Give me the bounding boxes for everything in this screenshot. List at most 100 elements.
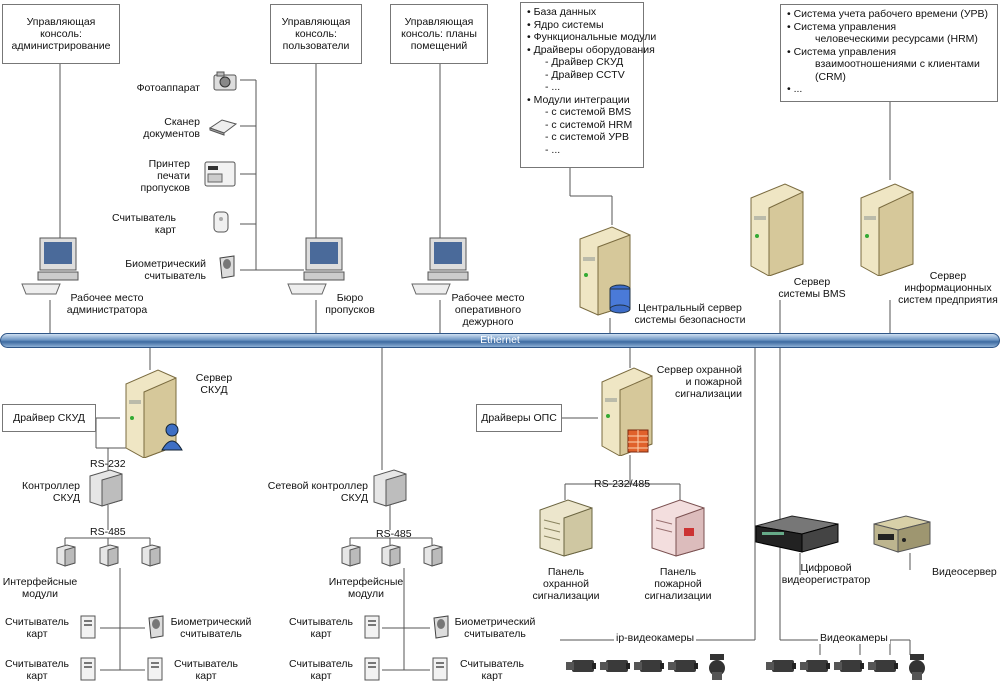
net-controller-icon xyxy=(373,469,407,507)
core-item: - Драйвер CCTV xyxy=(545,68,625,81)
acs-bio-label: Биометрический считыватель xyxy=(170,616,252,640)
acs-controller-label: Контроллер СКУД xyxy=(22,480,80,504)
ext-item: • Система управления xyxy=(787,45,897,58)
ops-drivers-box: Драйверы ОПС xyxy=(476,404,562,432)
ext-item: (CRM) xyxy=(815,70,846,83)
ip-camera-icon xyxy=(600,660,630,672)
admin-workstation-label: Рабочее место администратора xyxy=(66,292,148,316)
interface-module-icon xyxy=(423,544,443,567)
acs-rs232-label: RS-232 xyxy=(90,458,126,470)
ext-item: • ... xyxy=(787,83,803,95)
users-console-box: Управляющая консоль: пользователи xyxy=(270,4,362,64)
card-reader-icon xyxy=(80,657,96,681)
bureau-workstation-icon xyxy=(287,237,345,295)
core-item: - ... xyxy=(545,81,561,93)
ip-camera-icon xyxy=(668,660,698,672)
camera-icon xyxy=(868,660,898,672)
acs-reader-label-3: Считыватель карт xyxy=(173,658,238,682)
central-server-icon xyxy=(579,226,631,316)
cameras-label: Видеокамеры xyxy=(818,632,890,644)
dvr-label: Цифровой видеорегистратор xyxy=(781,562,871,586)
bio-reader-label: Биометрический считыватель xyxy=(125,258,206,282)
camera-icon xyxy=(766,660,796,672)
ip-cameras-label: ip-видеокамеры xyxy=(614,632,697,644)
net-reader-label: Считыватель карт xyxy=(288,616,353,640)
bms-server-label: Сервер системы BMS xyxy=(778,276,846,300)
acs-reader-label-2: Считыватель карт xyxy=(4,658,69,682)
scanner-icon xyxy=(208,119,238,136)
plans-console-box: Управляющая консоль: планы помещений xyxy=(390,4,488,64)
ext-item: человеческими ресурсами (HRM) xyxy=(815,33,978,45)
duty-workstation-label: Рабочее место оперативного дежурного xyxy=(451,292,525,328)
security-panel-icon xyxy=(539,499,593,557)
ip-camera-icon xyxy=(566,660,596,672)
core-modules-list: • База данных • Ядро системы • Функциона… xyxy=(520,2,657,168)
card-reader-icon xyxy=(213,211,229,233)
acs-server-label: Сервер СКУД xyxy=(195,372,233,396)
fire-panel-icon xyxy=(651,499,705,557)
interface-module-icon xyxy=(341,544,361,567)
net-rs485-label: RS-485 xyxy=(376,528,412,540)
printer-label: Принтер печати пропусков xyxy=(140,158,190,194)
net-controller-label: Сетевой контроллер СКУД xyxy=(267,480,368,504)
core-item: • Драйверы оборудования xyxy=(527,43,655,56)
ip-camera-icon xyxy=(634,660,664,672)
core-item: • Функциональные модули xyxy=(527,31,657,43)
ext-item: взаимоотношениями с клиентами xyxy=(815,58,980,70)
fire-panel-label: Панель пожарной сигнализации xyxy=(644,566,712,602)
security-panel-label: Панель охранной сигнализации xyxy=(532,566,600,602)
photo-camera-icon xyxy=(213,71,237,91)
ops-rs-label: RS-232/485 xyxy=(594,478,651,490)
video-server-label: Видеосервер xyxy=(932,566,997,578)
enterprise-systems-list: • Система учета рабочего времени (УРВ) •… xyxy=(780,4,998,102)
duty-workstation-icon xyxy=(411,237,469,295)
camera-group xyxy=(766,654,925,680)
biometric-reader-icon xyxy=(219,255,235,279)
core-item: - ... xyxy=(545,143,561,156)
core-item: • База данных xyxy=(527,6,597,18)
interface-module-icon xyxy=(141,544,161,567)
card-reader-icon xyxy=(364,615,380,639)
info-server-icon xyxy=(860,183,914,276)
acs-rs485-label: RS-485 xyxy=(90,526,126,538)
card-reader-icon xyxy=(432,657,448,681)
net-reader-label-2: Считыватель карт xyxy=(288,658,353,682)
acs-server-icon xyxy=(125,369,183,458)
acs-modules-label: Интерфейсные модули xyxy=(2,576,78,600)
badge-printer-icon xyxy=(204,161,236,187)
core-item: - с системой BMS xyxy=(545,106,632,118)
core-item: - Драйвер СКУД xyxy=(545,56,624,68)
acs-controller-icon xyxy=(89,469,123,507)
net-reader-label-3: Считыватель карт xyxy=(459,658,524,682)
admin-console-box: Управляющая консоль: администрирование xyxy=(2,4,120,64)
biometric-reader-icon xyxy=(433,615,449,639)
interface-module-icon xyxy=(99,544,119,567)
camera-icon xyxy=(834,660,864,672)
ethernet-bus: Ethernet xyxy=(0,333,1000,348)
acs-reader-label: Считыватель карт xyxy=(4,616,69,640)
core-item: - с системой УРВ xyxy=(545,131,629,143)
biometric-reader-icon xyxy=(148,615,164,639)
ext-item: • Система управления xyxy=(787,20,897,33)
interface-module-icon xyxy=(381,544,401,567)
ptz-camera-icon xyxy=(909,654,925,680)
core-item: - с системой HRM xyxy=(545,118,633,131)
ext-item: • Система учета рабочего времени (УРВ) xyxy=(787,8,988,20)
admin-workstation-icon xyxy=(21,237,79,295)
scanner-label: Сканер документов xyxy=(143,116,200,140)
bms-server-icon xyxy=(750,183,804,276)
core-item: • Ядро системы xyxy=(527,18,604,31)
video-server-icon xyxy=(873,515,931,553)
ip-camera-group xyxy=(566,654,725,680)
camera-icon xyxy=(800,660,830,672)
camera-label: Фотоаппарат xyxy=(136,82,200,94)
interface-module-icon xyxy=(56,544,76,567)
alarm-server-label: Сервер охранной и пожарной сигнализации xyxy=(656,364,742,400)
bureau-workstation-label: Бюро пропусков xyxy=(325,292,375,316)
alarm-server-icon xyxy=(601,367,653,456)
net-bio-label: Биометрический считыватель xyxy=(454,616,536,640)
acs-driver-box: Драйвер СКУД xyxy=(2,404,96,432)
ptz-camera-icon xyxy=(709,654,725,680)
